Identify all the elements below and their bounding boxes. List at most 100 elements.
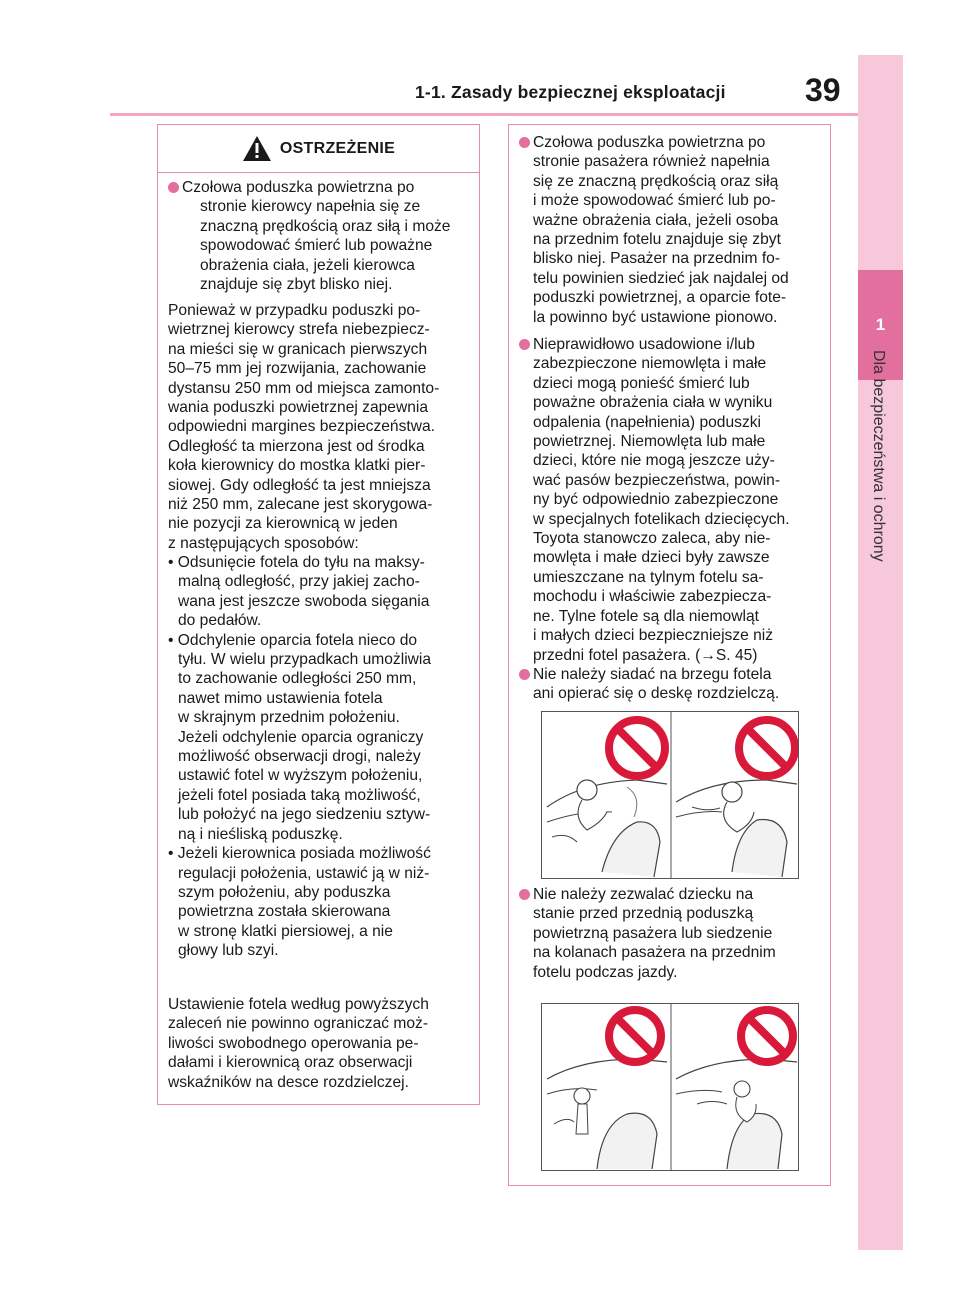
text-line: la powinno być ustawione pionowo. [533, 308, 778, 326]
list-item-line: lub położyć na jego siedzeniu sztyw- [178, 806, 431, 824]
list-item-first-line: • Odchylenie oparcia fotela nieco do [168, 631, 418, 649]
text-line: i może spowodować śmierć lub po- [533, 192, 776, 210]
text-line: poduszki powietrznej, a oparcie fote- [533, 289, 787, 307]
text-line: ani opierać się o deskę rozdzielczą. [533, 685, 780, 703]
list-item-line: ustawić fotel w wyższym położeniu, [178, 767, 423, 785]
text-line: powietrzną pasażera lub siedzenie [533, 924, 773, 942]
text-line: zabezpieczone niemowlęta i małe [533, 355, 767, 373]
text-line: ny być odpowiednio zabezpieczone [533, 491, 779, 509]
right-bullet-3: Nie należy siadać na brzegu fotela ani op… [519, 665, 824, 704]
text-line: i małych dzieci bezpieczniejsze niż [533, 627, 774, 645]
text-line: z następujących sposobów: [168, 534, 359, 552]
warning-triangle-icon [242, 136, 271, 161]
text-line: Ustawienie fotela według powyższych [168, 996, 429, 1013]
text-line: poważne obrażenia ciała w wyniku [533, 394, 773, 412]
pink-bullet-icon [519, 669, 530, 680]
text-line: dałami i kierownicą oraz obserwacji [168, 1054, 413, 1072]
warning-paragraph-1: Ponieważ w przypadku poduszki po-wietrzn… [168, 301, 473, 553]
warning-label: OSTRZEŻENIE [279, 139, 396, 157]
text-line: stronie kierowcy napełnia się ze [200, 198, 421, 216]
pink-bullet-icon [519, 339, 530, 350]
text-line: Czołowa poduszka powietrzna po [182, 179, 415, 196]
text-line: przedni fotel pasażera. (→S. 45) [533, 646, 758, 664]
list-item-line: malną odległość, przy jakiej zacho- [178, 573, 420, 591]
text-line: wania poduszki powietrznej zapewnia [168, 399, 429, 417]
text-line: w specjalnych fotelikach dziecięcych. [533, 510, 790, 528]
text-line: Toyota stanowczo zaleca, aby nie- [533, 530, 771, 548]
text-line: powietrznej. Niemowlęta lub małe [533, 433, 766, 451]
text-line: zaleceń nie powinno ograniczać moż- [168, 1015, 429, 1033]
warning-list: • Odsunięcie fotela do tyłu na maksy-mal… [168, 553, 473, 961]
list-item-line: wana jest jeszcze swoboda sięgania [178, 592, 430, 610]
chapter-number-box: 1 [858, 270, 903, 380]
list-item-first-line: • Odsunięcie fotela do tyłu na maksy- [168, 554, 425, 571]
text-line: na mieści się w granicach pierwszych [168, 340, 428, 358]
text-line: dystansu 250 mm od miejsca zamonto- [168, 379, 440, 397]
text-line: na przednim fotelu znajduje się zbyt [533, 231, 781, 249]
list-item-line: powietrzna została skierowana [178, 903, 391, 921]
prohibition-icon [735, 716, 798, 780]
illustration-leaning-on-dashboard [541, 711, 799, 879]
text-line: Odległość ta mierzona jest od środka [168, 437, 425, 455]
text-line: siowej. Gdy odległość ta jest mniejsza [168, 476, 431, 494]
list-item-line: jeżeli fotel posiada taką możliwość, [178, 786, 421, 804]
text-line: wskaźników na desce rozdzielczej. [168, 1073, 409, 1091]
side-tab-text: Dla bezpieczeństwa i ochrony [870, 350, 887, 562]
list-item-line: w stronę klatki piersiowej, a nie [178, 922, 393, 940]
text-line: mochodu i właściwie zabezpiecza- [533, 588, 772, 606]
text-line: obrażenia ciała, jeżeli kierowca [200, 256, 415, 274]
pink-bullet-icon [519, 137, 530, 148]
pink-bullet-icon [168, 182, 179, 193]
text-line: znajduje się zbyt blisko niej. [200, 276, 393, 294]
warning-paragraph-2: Ustawienie fotela według powyższych zalec… [168, 995, 473, 1092]
text-line: spowodować śmierć lub poważne [200, 237, 433, 255]
header-rule [110, 113, 858, 116]
text-line: stanie przed przednią poduszką [533, 905, 754, 923]
list-item-line: nawet mimo ustawienia fotela [178, 689, 383, 707]
text-line: nie pozycji za kierownicą w jeden [168, 515, 398, 533]
text-line: Nieprawidłowo usadowione i/lub [533, 336, 755, 353]
prohibition-icon [605, 716, 669, 780]
car-interior-illustration [546, 1004, 798, 1170]
text-line: niż 250 mm, zalecane jest skorygowa- [168, 496, 433, 514]
text-line: znaczną prędkością oraz siłą i może [200, 217, 451, 235]
prohibition-icon [737, 1006, 797, 1066]
car-interior-illustration [546, 712, 798, 878]
text-line: liwości swobodnego operowania pe- [168, 1034, 419, 1052]
list-item-line: ną i nieśliską poduszkę. [178, 825, 343, 843]
text-line: umieszczane na tylnym fotelu sa- [533, 568, 764, 586]
list-item-line: szym położeniu, aby poduszka [178, 883, 391, 901]
text-line: dzieci mogą ponieść śmierć lub [533, 374, 750, 392]
text-line: się ze znaczną prędkością oraz siłą [533, 172, 779, 190]
right-bullet-4: Nie należy zezwalać dziecku na stanie prz… [519, 885, 824, 982]
text-line: ważne obrażenia ciała, jeżeli osoba [533, 211, 779, 229]
page-number: 39 [805, 72, 841, 108]
text-line: Ponieważ w przypadku poduszki po- [168, 302, 421, 319]
warning-header: OSTRZEŻENIE [158, 125, 479, 173]
text-line: odpowiedni margines bezpieczeństwa. [168, 418, 435, 436]
text-line: fotelu podczas jazdy. [533, 963, 678, 981]
text-line: dzieci, które nie mogą jeszcze uży- [533, 452, 775, 470]
list-item-line: możliwość obserwacji drogi, należy [178, 748, 421, 766]
text-line: wietrznej kierowcy strefa niebezpiecz- [168, 321, 430, 339]
list-item-line: to zachowanie odległości 250 mm, [178, 670, 417, 688]
prohibition-icon [605, 1006, 665, 1066]
text-line: blisko niej. Pasażer na przednim fo- [533, 250, 781, 268]
warning-bullet-1: Czołowa poduszka powietrzna po stronie ki… [168, 178, 473, 294]
text-line: Nie należy siadać na brzegu fotela [533, 666, 772, 683]
text-line: na kolanach pasażera na przednim [533, 944, 776, 962]
text-line: koła kierownicy do mostka klatki pier- [168, 457, 426, 475]
text-line: stronie pasażera również napełnia [533, 153, 770, 171]
text-line: 50–75 mm jej rozwijania, zachowanie [168, 360, 427, 378]
list-item-line: głowy lub szyi. [178, 942, 279, 960]
list-item-first-line: • Jeżeli kierownica posiada możliwość [168, 845, 431, 863]
side-tab [858, 55, 903, 1250]
right-bullet-2: Nieprawidłowo usadowione i/lub zabezpiecz… [519, 335, 824, 665]
list-item-line: regulacji położenia, ustawić ją w niż- [178, 864, 430, 882]
list-item-line: Jeżeli odchylenie oparcia ograniczy [178, 728, 424, 746]
text-line: mowlęta i małe dzieci były zawsze [533, 549, 770, 567]
list-item-line: do pedałów. [178, 612, 262, 630]
text-line: Nie należy zezwalać dziecku na [533, 886, 754, 903]
